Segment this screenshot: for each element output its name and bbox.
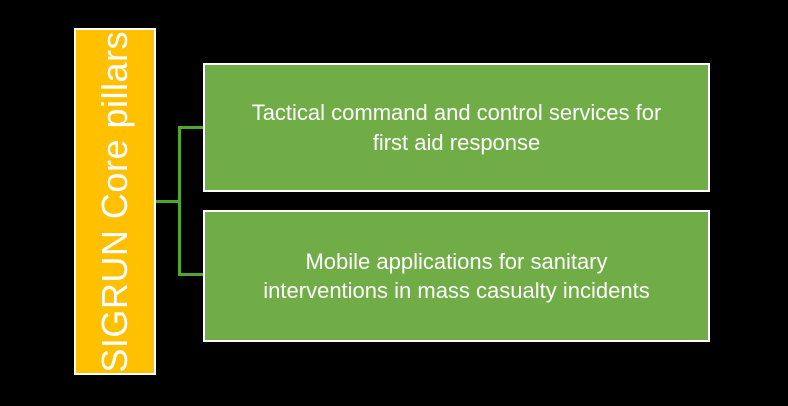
connector-stem-line bbox=[156, 200, 180, 203]
branch-tactical-line-1: Tactical command and control services fo… bbox=[251, 100, 662, 126]
branch-mobile-line-1: Mobile applications for sanitary bbox=[305, 248, 608, 274]
connector-vertical-line bbox=[178, 126, 181, 276]
branch-box-mobile-applications: Mobile applications for sanitary interve… bbox=[203, 210, 710, 342]
core-pillars-box: SIGRUN Core pillars bbox=[74, 28, 156, 375]
connector-bottom-branch-line bbox=[181, 273, 203, 276]
connector-top-branch-line bbox=[181, 126, 203, 129]
branch-box-tactical-command: Tactical command and control services fo… bbox=[203, 63, 710, 192]
branch-tactical-line-2: first aid response bbox=[372, 129, 541, 155]
branch-mobile-line-2: interventions in mass casualty incidents bbox=[263, 278, 650, 303]
core-pillars-label: SIGRUN Core pillars bbox=[94, 30, 135, 373]
